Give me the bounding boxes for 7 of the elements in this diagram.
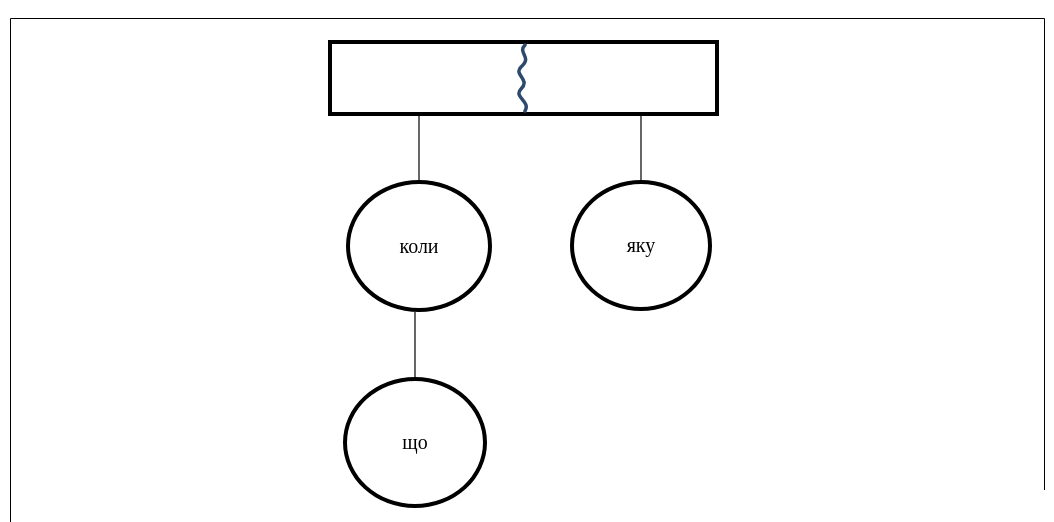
node-label: що [402, 430, 428, 455]
node-label: коли [399, 233, 439, 259]
connector-line [640, 115, 642, 181]
node-label: яку [626, 233, 656, 258]
connector-line [414, 311, 416, 378]
rectangle-box [328, 40, 719, 116]
connector-line [418, 115, 420, 181]
